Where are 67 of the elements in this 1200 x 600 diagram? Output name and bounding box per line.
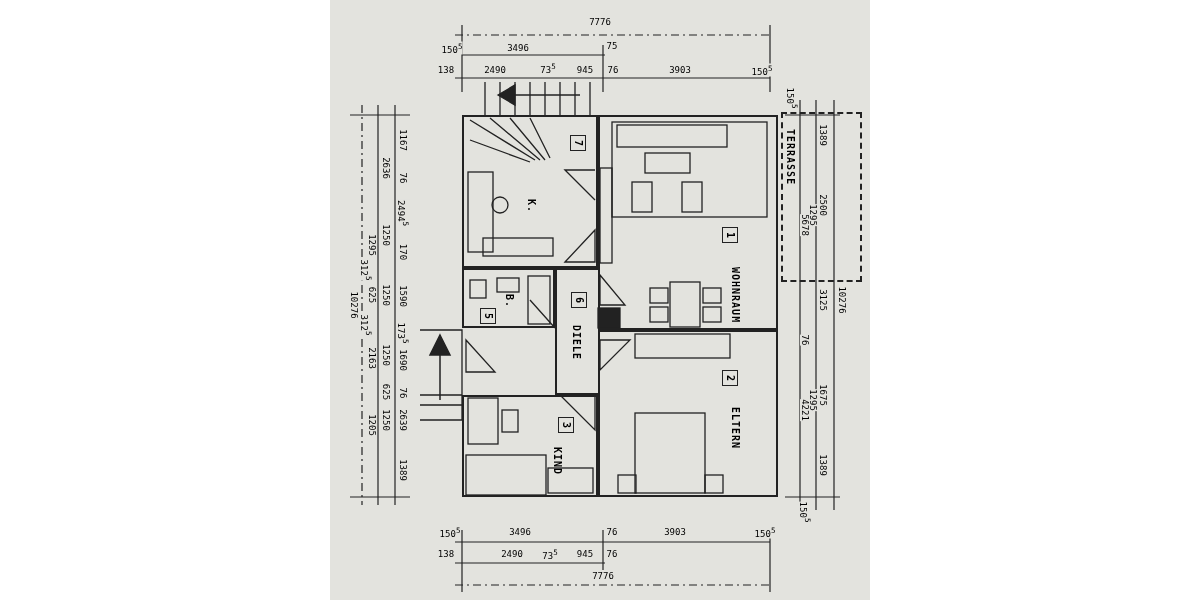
dimension-label: 150$^{5}$	[754, 525, 776, 539]
dimension-label: 150$^{5}$	[439, 525, 461, 539]
room-outline	[598, 115, 778, 330]
room-number: 7	[570, 135, 586, 151]
dimension-label: 76	[606, 549, 618, 559]
room-outline	[598, 330, 778, 497]
dimension-label: 4221	[800, 399, 810, 421]
dimension-label: 2636	[381, 157, 391, 179]
dimension-label: 2639	[398, 409, 408, 431]
dimension-label: 76	[398, 172, 408, 184]
dimension-label: 75	[606, 41, 618, 51]
dimension-label: 1250	[381, 344, 391, 366]
dimension-label: 2500	[818, 194, 828, 216]
dimension-label: 7776	[592, 571, 614, 581]
room-name: ELTERN	[730, 407, 741, 450]
dimension-label: 170	[398, 243, 408, 261]
room-number: 1	[722, 227, 738, 243]
dimension-label: 1389	[818, 454, 828, 476]
dimension-label: 7776	[589, 17, 611, 27]
dimension-label: 1250	[381, 224, 391, 246]
room-name: WOHNRAUM	[730, 267, 741, 324]
dimension-label: 5678	[800, 214, 810, 236]
dimension-label: 2490	[501, 549, 523, 559]
dimension-label: 73$^{5}$	[540, 61, 556, 75]
room-outline	[462, 268, 555, 328]
dimension-label: 1590	[398, 285, 408, 307]
dimension-label: 3496	[507, 43, 529, 53]
dimension-label: 625	[381, 383, 391, 401]
dimension-label: 1250	[381, 409, 391, 431]
dimension-label: 1675	[818, 384, 828, 406]
room-outline	[462, 395, 598, 497]
dimension-label: 3903	[664, 527, 686, 537]
dimension-label: 2490	[484, 65, 506, 75]
room-name: B.	[504, 294, 515, 309]
room-outline	[462, 115, 598, 268]
room-name: TERRASSE	[785, 129, 796, 186]
dimension-label: 10276	[349, 291, 359, 319]
dimension-label: 3496	[509, 527, 531, 537]
dimension-label: 1389	[818, 124, 828, 146]
dimension-label: 73$^{5}$	[542, 547, 558, 561]
dimension-label: 138	[437, 65, 455, 75]
room-number: 6	[571, 292, 587, 308]
dimension-label: 2163	[367, 347, 377, 369]
room-number: 5	[480, 308, 496, 324]
room-name: KIND	[552, 447, 563, 476]
dimension-label: 76	[606, 527, 618, 537]
dimension-label: 1250	[381, 284, 391, 306]
dimension-label: 1295	[367, 234, 377, 256]
dimension-label: 76	[607, 65, 619, 75]
dimension-label: 150$^{5}$	[441, 41, 463, 55]
room-number: 2	[722, 370, 738, 386]
dimension-label: 3903	[669, 65, 691, 75]
dimension-label: 76	[800, 334, 810, 346]
dimension-label: 945	[576, 65, 594, 75]
dimension-label: 625	[367, 286, 377, 304]
room-name: K.	[526, 199, 537, 214]
room-name: DIELE	[571, 325, 582, 361]
room-number: 3	[558, 417, 574, 433]
dimension-label: 138	[437, 549, 455, 559]
dimension-label: 1205	[367, 414, 377, 436]
room-outline	[555, 268, 600, 395]
dimension-label: 76	[398, 387, 408, 399]
dimension-label: 1690	[398, 349, 408, 371]
dimension-label: 1389	[398, 459, 408, 481]
dimension-label: 1167	[398, 129, 408, 151]
dimension-label: 945	[576, 549, 594, 559]
dimension-label: 150$^{5}$	[751, 63, 773, 77]
